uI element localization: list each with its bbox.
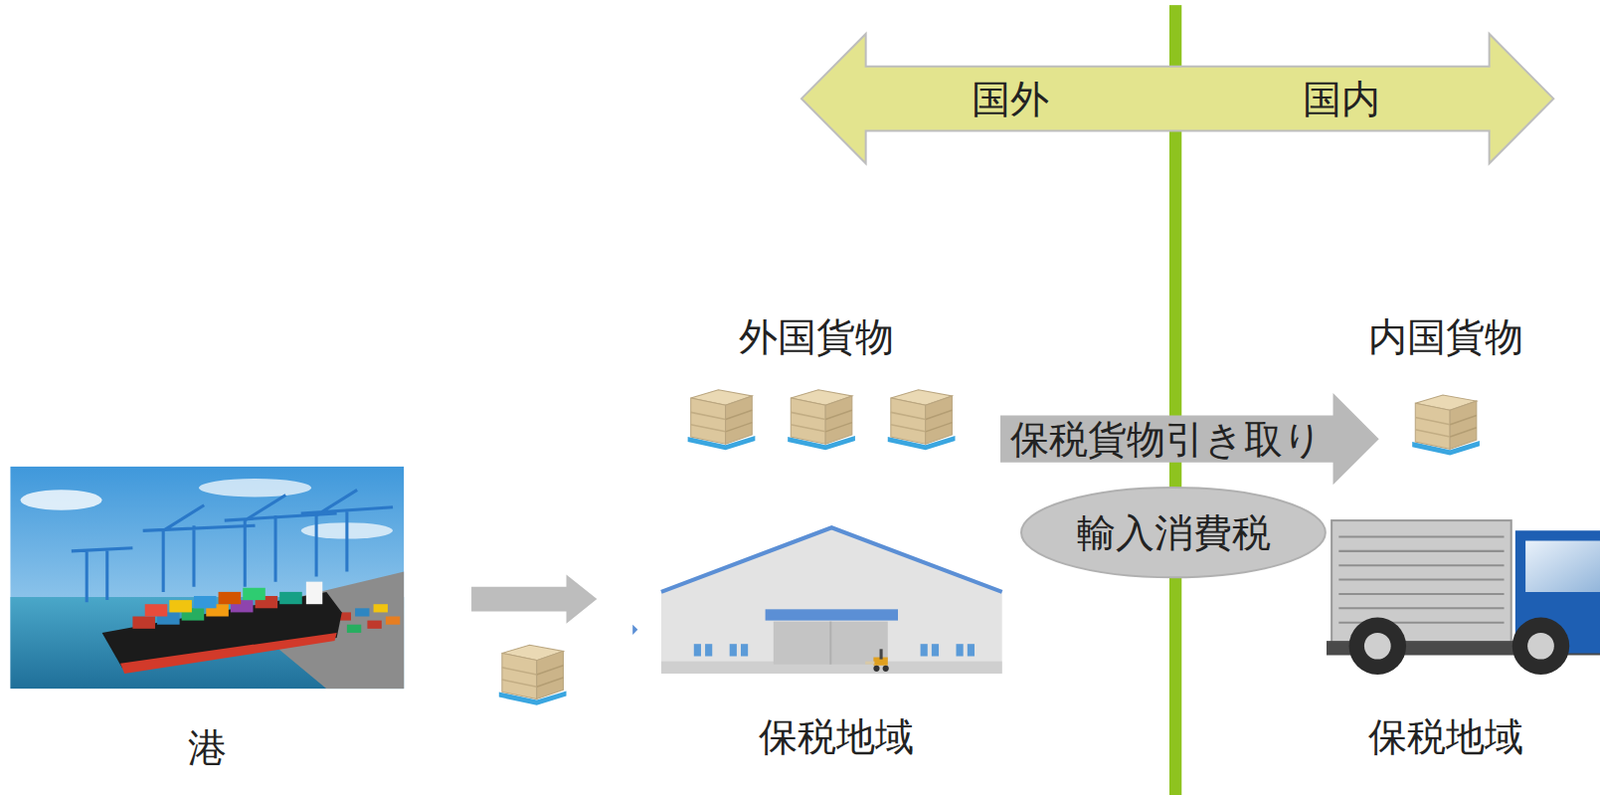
place-label: 保税地域 [758,716,914,756]
warehouse-wall [661,527,1003,674]
truck [1326,520,1600,675]
cargo-box [787,389,856,451]
cargo-box [499,644,567,706]
node-text: 輸入消費税 [1076,513,1271,552]
warehouse [661,527,1003,674]
ship-waterline [120,632,338,674]
door-seam [829,621,832,665]
wheel-hub [1527,632,1555,660]
cargo-label: 内国貨物 [1368,317,1524,356]
warehouse-windows [694,643,975,656]
node-text: 国内 [1302,79,1381,119]
truck-cargo [1331,520,1512,643]
warehouse-sign [765,608,898,620]
tax-ellipse: 輸入消費税 [1020,486,1327,578]
ship-containers [132,581,323,629]
cargo-label: 外国貨物 [738,317,894,356]
place-label: 保税地域 [1368,716,1524,756]
cargo-box [1412,394,1480,456]
flow-arrow-outline [1000,392,1380,485]
cloud [198,478,312,497]
cargo-box [888,389,956,451]
place-label: 港 [187,727,227,767]
port-photo [9,466,404,690]
wheel [1349,617,1407,675]
flow-arrow: 保税貨物引き取り [1000,392,1380,485]
cloud [20,489,103,511]
ellipse-outline [1021,487,1326,577]
cranes [71,489,393,602]
wheel-hub [1364,632,1392,660]
wheel [1512,617,1570,675]
stacked-containers [337,603,401,633]
sky [9,466,404,690]
inbound-arrow [471,573,597,623]
node-text: 国外 [971,79,1050,119]
region-arrow: 国外 国内 [801,33,1554,164]
node-text: 保税貨物引き取り [1010,419,1323,459]
region-arrow-shape [801,33,1554,164]
cargo-box [688,389,756,451]
double-arrow-outline [801,33,1554,164]
arrow-tip-mark [632,624,638,635]
cargo-ribs [1338,536,1504,623]
warehouse-roof [661,527,1003,592]
forklift [865,648,889,672]
cab-window [1525,540,1600,592]
warehouse-door [773,621,889,665]
